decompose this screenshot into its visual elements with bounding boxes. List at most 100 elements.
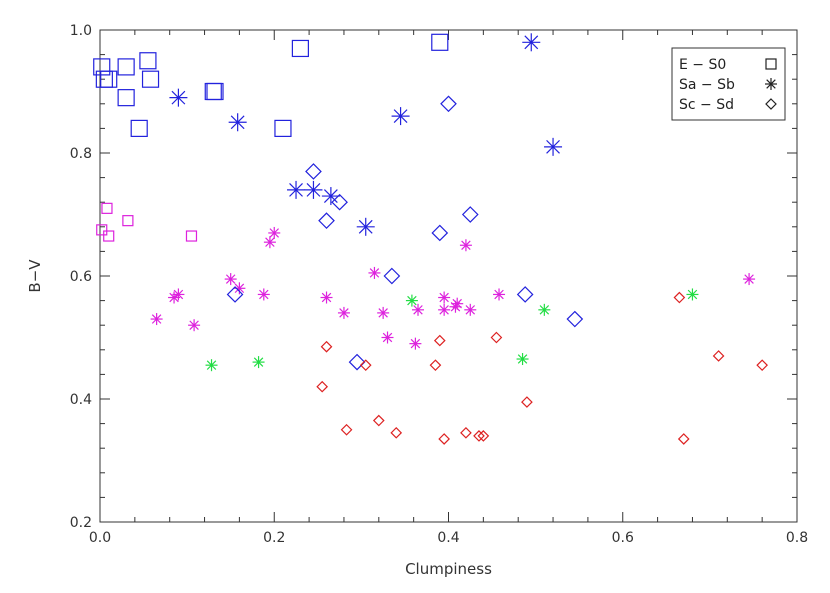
magenta-asterisk-point	[257, 288, 270, 301]
x-tick-label: 0.0	[89, 530, 111, 546]
blue-asterisk-point	[522, 33, 541, 52]
magenta-asterisk-point	[438, 291, 451, 304]
magenta-asterisk-point	[464, 303, 477, 316]
x-tick-label: 0.2	[263, 530, 285, 546]
x-tick-label: 0.4	[437, 530, 459, 546]
blue-asterisk-point	[356, 217, 375, 236]
green-asterisk-point	[686, 288, 699, 301]
x-axis-label: Clumpiness	[405, 560, 492, 578]
blue-square-point	[93, 58, 111, 76]
blue-square-point	[204, 82, 222, 101]
magenta-asterisk-point	[168, 291, 181, 304]
blue-square-point	[291, 39, 309, 58]
red-diamond-point	[390, 426, 403, 439]
blue-asterisk-point	[304, 180, 323, 199]
y-axis-label: B−V	[26, 259, 44, 293]
red-diamond-point	[429, 359, 442, 372]
magenta-square-point	[103, 230, 115, 242]
green-asterisk-point	[538, 303, 551, 316]
red-diamond-point	[521, 396, 533, 408]
blue-diamond-point	[305, 163, 322, 180]
red-diamond-point	[477, 430, 490, 442]
blue-square-point	[139, 52, 157, 70]
magenta-square-point	[122, 215, 134, 227]
legend-asterisk-icon	[765, 78, 777, 90]
blue-diamond-point	[226, 286, 244, 303]
blue-square-point	[117, 89, 135, 107]
magenta-asterisk-point	[172, 288, 185, 301]
blue-diamond-point	[383, 267, 401, 285]
red-diamond-point	[438, 433, 450, 445]
magenta-asterisk-point	[451, 297, 464, 310]
blue-diamond-point	[440, 95, 457, 113]
blue-square-point	[117, 58, 135, 76]
blue-diamond-point	[516, 286, 534, 303]
magenta-asterisk-point	[337, 306, 350, 319]
magenta-asterisk-point	[409, 337, 422, 350]
y-tick-label: 0.4	[70, 392, 92, 408]
red-diamond-point	[473, 430, 485, 442]
legend-label: Sc − Sd	[679, 97, 734, 113]
magenta-asterisk-point	[263, 236, 276, 249]
y-tick-label: 1.0	[70, 23, 92, 39]
blue-diamond-point	[461, 206, 479, 223]
magenta-asterisk-point	[743, 273, 756, 286]
green-asterisk-point	[205, 359, 218, 372]
magenta-square-point	[185, 230, 198, 242]
magenta-asterisk-point	[493, 288, 506, 301]
magenta-asterisk-point	[438, 303, 451, 316]
red-diamond-point	[340, 423, 353, 436]
blue-asterisk-point	[287, 180, 306, 199]
blue-asterisk-point	[321, 187, 340, 206]
y-tick-label: 0.2	[70, 515, 92, 531]
magenta-asterisk-point	[368, 266, 381, 279]
red-diamond-point	[677, 433, 690, 445]
red-diamond-point	[756, 359, 768, 372]
legend-label: E − S0	[679, 57, 726, 73]
magenta-asterisk-point	[320, 291, 333, 304]
magenta-asterisk-point	[412, 303, 425, 316]
blue-square-point	[431, 33, 449, 51]
legend: E − S0 Sa − Sb Sc − Sd	[671, 47, 786, 121]
magenta-asterisk-point	[377, 306, 390, 319]
red-diamond-point	[372, 414, 385, 427]
red-diamond-point	[712, 350, 725, 362]
green-asterisk-point	[516, 353, 529, 366]
legend-square-icon	[765, 58, 777, 70]
blue-square-point	[141, 70, 160, 88]
blue-diamond-point	[431, 224, 449, 242]
blue-asterisk-point	[169, 88, 188, 107]
red-diamond-point	[359, 359, 372, 372]
red-diamond-point	[490, 331, 503, 344]
blue-diamond-point	[566, 310, 584, 328]
magenta-asterisk-point	[268, 226, 281, 239]
blue-square-point	[274, 119, 292, 138]
red-diamond-point	[320, 340, 333, 353]
magenta-asterisk-point	[381, 331, 394, 344]
blue-diamond-point	[348, 353, 366, 371]
red-diamond-point	[433, 334, 446, 347]
blue-diamond-point	[318, 212, 335, 229]
x-tick-label: 0.6	[612, 530, 634, 546]
red-diamond-point	[673, 291, 686, 304]
magenta-asterisk-point	[224, 273, 237, 286]
magenta-asterisk-point	[150, 313, 163, 326]
blue-diamond-point	[331, 193, 348, 211]
magenta-square-point	[101, 202, 113, 214]
legend-diamond-icon	[765, 98, 777, 110]
red-diamond-point	[316, 380, 329, 393]
magenta-asterisk-point	[233, 282, 246, 295]
legend-label: Sa − Sb	[679, 77, 735, 93]
x-tick-label: 0.8	[786, 530, 808, 546]
blue-square-point	[100, 70, 118, 88]
blue-square-point	[130, 119, 148, 138]
green-asterisk-point	[405, 294, 418, 307]
red-diamond-point	[460, 426, 472, 439]
magenta-square-point	[96, 224, 108, 236]
magenta-asterisk-point	[459, 239, 472, 252]
data-points	[93, 33, 768, 445]
blue-asterisk-point	[544, 137, 563, 156]
blue-asterisk-point	[228, 113, 247, 132]
